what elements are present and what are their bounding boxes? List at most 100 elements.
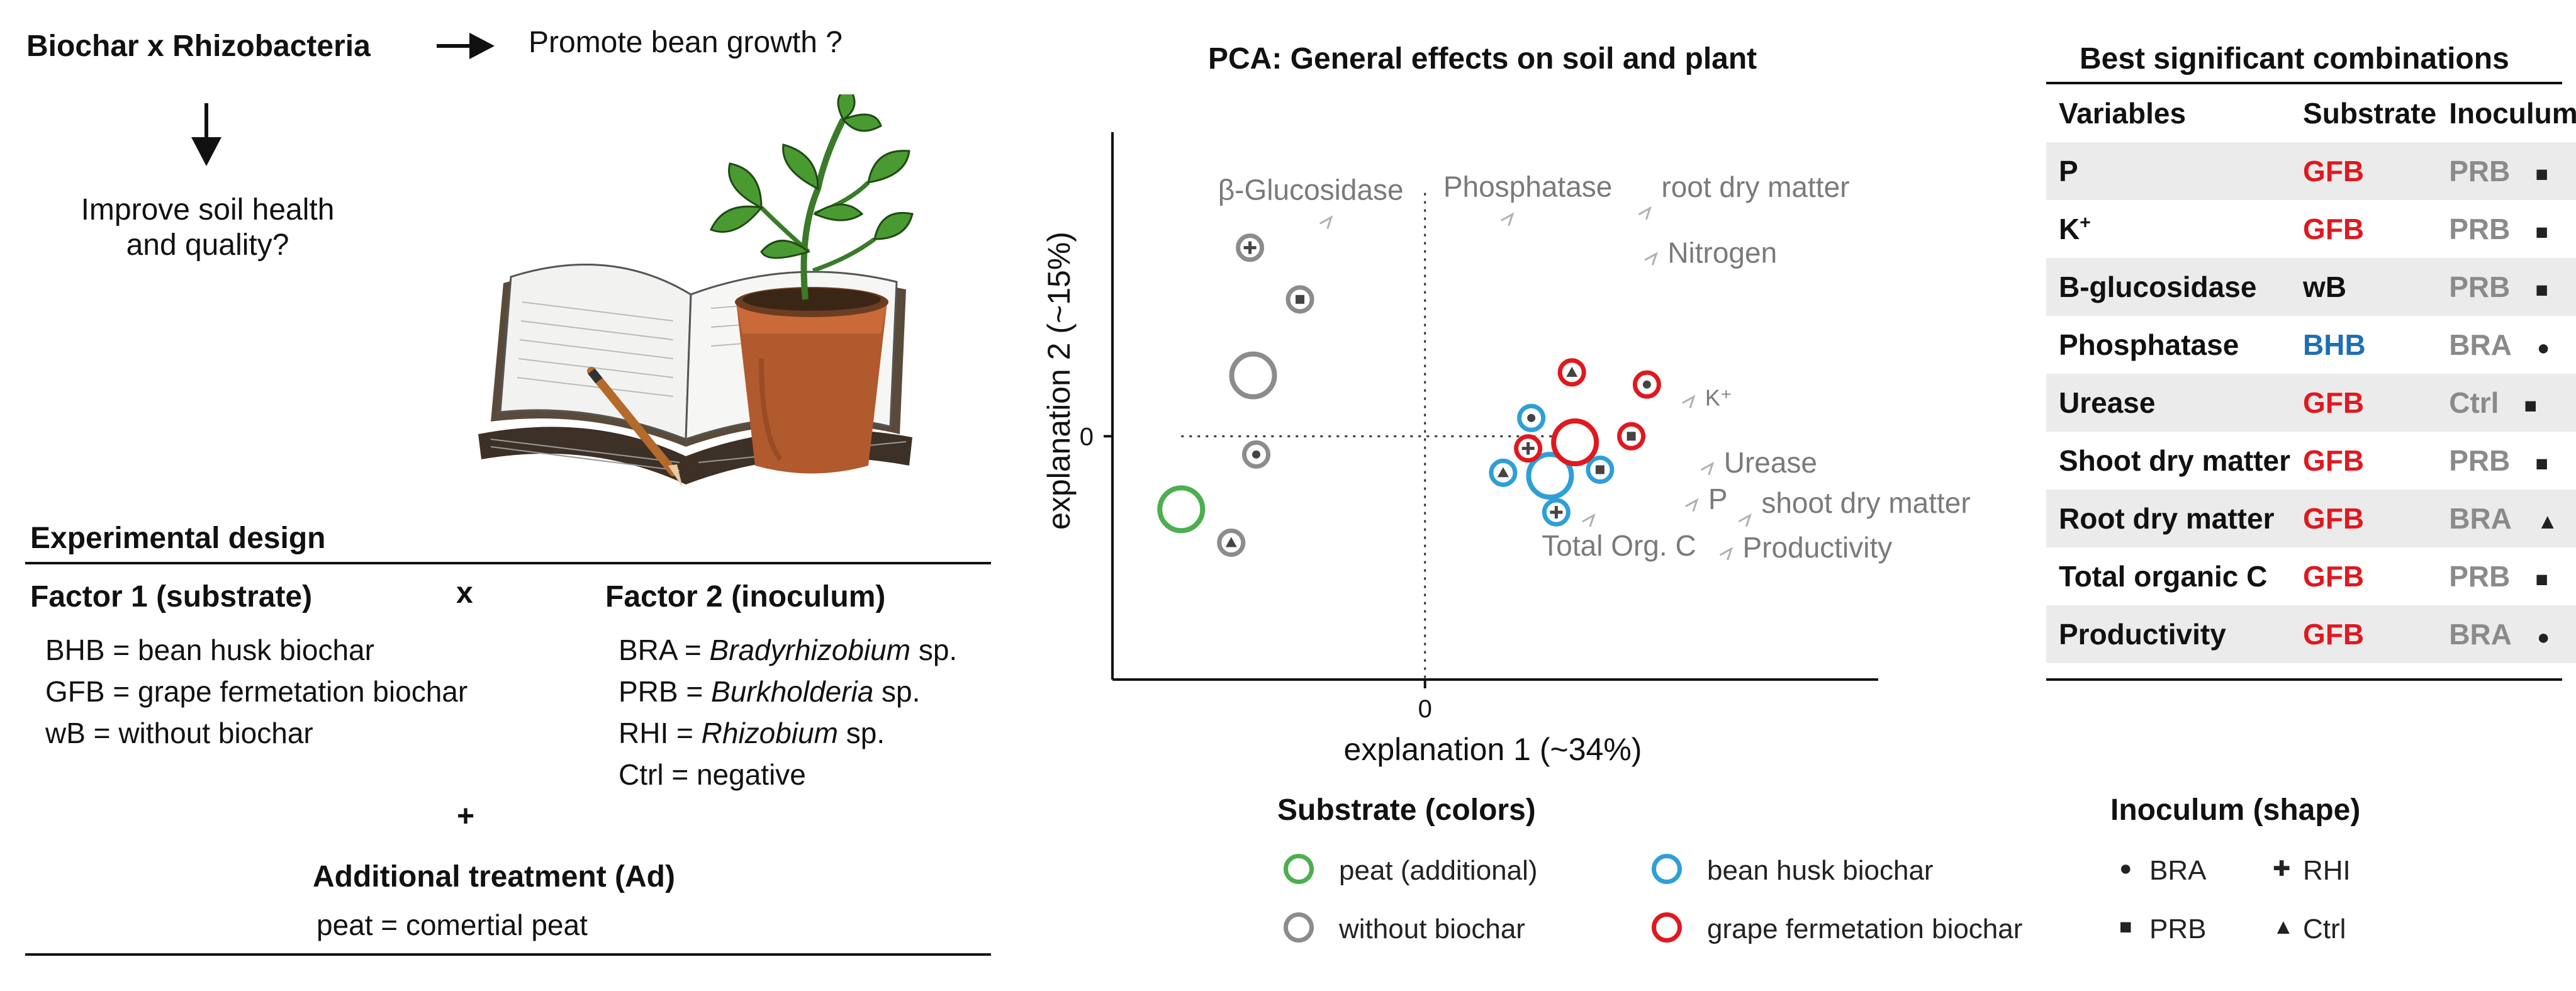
point-square-marker-icon xyxy=(1595,465,1604,474)
legend-color-ring-icon xyxy=(1652,912,1682,943)
additional-treatment-title: Additional treatment (Ad) xyxy=(313,860,675,893)
factor2-code: Ctrl = negative xyxy=(619,758,806,791)
flow-main-label: Biochar x Rhizobacteria xyxy=(26,30,371,63)
cell-substrate: GFB xyxy=(2303,560,2365,593)
loading-label: Nitrogen xyxy=(1667,236,1777,269)
cell-variable: Shoot dry matter xyxy=(2046,432,2290,490)
factor2-item: RHI = Rhizobium sp. xyxy=(619,712,957,754)
inoculum-code: Ctrl xyxy=(2449,386,2499,419)
legend-shape-icon: ■ xyxy=(2119,915,2132,939)
point-square-marker-icon xyxy=(1296,294,1305,304)
legend-substrate-label: bean husk biochar xyxy=(1707,855,1934,886)
bean-plant-icon xyxy=(709,94,914,300)
legend-shape-icon: ✚ xyxy=(2273,857,2291,881)
variable-name: P xyxy=(2059,155,2078,188)
variable-name: Urease xyxy=(2059,386,2156,419)
flow-question-soil: Improve soil health and quality? xyxy=(69,193,346,263)
table-title: Best significant combinations xyxy=(2080,42,2509,76)
arrow-right-icon xyxy=(437,33,495,59)
cell-inoculum: PRB■ xyxy=(2436,258,2576,316)
factor2-code: BRA = xyxy=(619,634,710,666)
point-triangle-marker-icon xyxy=(1225,537,1237,547)
flower-pot-icon xyxy=(735,287,888,474)
x-tick-label: 0 xyxy=(1418,695,1432,723)
cell-variable: Total organic C xyxy=(2046,547,2290,605)
cell-substrate: BHB xyxy=(2303,328,2366,361)
cell-variable: P xyxy=(2046,142,2291,200)
loading-label: Productivity xyxy=(1743,531,1893,564)
variable-superscript: + xyxy=(2080,212,2091,233)
legend-substrate-title: Substrate (colors) xyxy=(1277,793,1536,827)
legend-color-ring-icon xyxy=(1652,854,1682,884)
x-axis-label: explanation 1 (~34%) xyxy=(1344,732,1642,767)
point-plus-marker-icon xyxy=(1550,506,1563,519)
legend-shape-icon: ▲ xyxy=(2273,915,2294,939)
loading-arrow xyxy=(1644,252,1658,266)
y-axis-label: explanation 2 (~15%) xyxy=(1041,232,1077,530)
factor2-item: BRA = Bradyrhizobium sp. xyxy=(619,629,957,671)
cell-inoculum: PRB■ xyxy=(2436,200,2576,258)
legend-color-ring-icon xyxy=(1284,854,1314,884)
legend-inoculum-label: BRA xyxy=(2149,855,2207,886)
factor2-name: Rhizobium xyxy=(701,717,838,749)
cell-inoculum: BRA● xyxy=(2436,316,2576,374)
factor2-name: Burkholderia xyxy=(711,675,874,708)
factor2-suffix: sp. xyxy=(910,634,958,666)
point-plus-marker-icon xyxy=(1521,442,1535,455)
variable-name: B-glucosidase xyxy=(2059,271,2257,303)
loading-arrow xyxy=(1319,215,1333,229)
cell-variable: Productivity xyxy=(2046,605,2291,663)
inoculum-shape-icon: ■ xyxy=(2524,394,2537,418)
inoculum-code: PRB xyxy=(2449,444,2511,477)
inoculum-code: PRB xyxy=(2449,271,2511,303)
cell-variable: K+ xyxy=(2046,200,2290,258)
loading-label: shoot dry matter xyxy=(1761,486,1970,519)
loading-label: Urease xyxy=(1724,446,1817,479)
loading-label: root dry matter xyxy=(1661,171,1849,203)
variable-name: Phosphatase xyxy=(2059,328,2239,361)
inoculum-shape-icon: ● xyxy=(2536,625,2550,649)
cell-inoculum: PRB■ xyxy=(2436,142,2576,200)
cell-substrate: GFB xyxy=(2290,374,2437,432)
cell-variable: Root dry matter xyxy=(2046,490,2291,547)
table-row: K+ GFB PRB■ xyxy=(2046,200,2576,258)
table-top-rule xyxy=(2046,82,2562,84)
flow-question-soil-line1: Improve soil health xyxy=(81,193,335,227)
cell-substrate: GFB xyxy=(2290,490,2437,547)
factor-times-sign: x xyxy=(456,576,473,610)
point-square-marker-icon xyxy=(1627,432,1636,441)
loading-arrow xyxy=(1738,513,1752,527)
cell-inoculum: BRA● xyxy=(2436,605,2576,663)
factor1-item: BHB = bean husk biochar xyxy=(45,634,374,666)
table-header-row: Variables Substrate Inoculum xyxy=(2046,84,2576,142)
legend-inoculum-label: Ctrl xyxy=(2303,914,2346,944)
legend-inoculum-title: Inoculum (shape) xyxy=(2110,793,2361,827)
factor1-list: BHB = bean husk biochar GFB = grape ferm… xyxy=(45,629,468,754)
inoculum-shape-icon: ■ xyxy=(2535,452,2548,476)
inoculum-shape-icon: ■ xyxy=(2535,220,2548,244)
cell-substrate: GFB xyxy=(2303,213,2365,245)
legend-substrate-label: peat (additional) xyxy=(1339,855,1538,886)
pencil-icon xyxy=(587,367,683,488)
book-and-plant-illustration xyxy=(478,94,914,488)
plus-sign: + xyxy=(457,800,475,833)
design-bottom-rule xyxy=(25,953,991,956)
point-circle-marker-icon xyxy=(1527,413,1536,422)
cell-variable: B-glucosidase xyxy=(2046,258,2291,316)
loading-label: P xyxy=(1708,483,1728,515)
cell-substrate: wB xyxy=(2290,258,2437,316)
table-row: Shoot dry matter GFB PRB ■ xyxy=(2046,432,2576,490)
legend-inoculum-label: PRB xyxy=(2149,914,2207,944)
point-plus-marker-icon xyxy=(1243,241,1257,254)
cell-inoculum: Ctrl ■ xyxy=(2436,374,2576,432)
cell-inoculum: PRB ■ xyxy=(2436,432,2576,490)
loading-label: Phosphatase xyxy=(1443,171,1613,203)
loading-label: K⁺ xyxy=(1705,385,1732,411)
cell-substrate: GFB xyxy=(2290,142,2437,200)
loading-arrow xyxy=(1682,395,1696,408)
cell-substrate: GFB xyxy=(2303,444,2365,477)
header-substrate: Substrate xyxy=(2303,97,2437,130)
